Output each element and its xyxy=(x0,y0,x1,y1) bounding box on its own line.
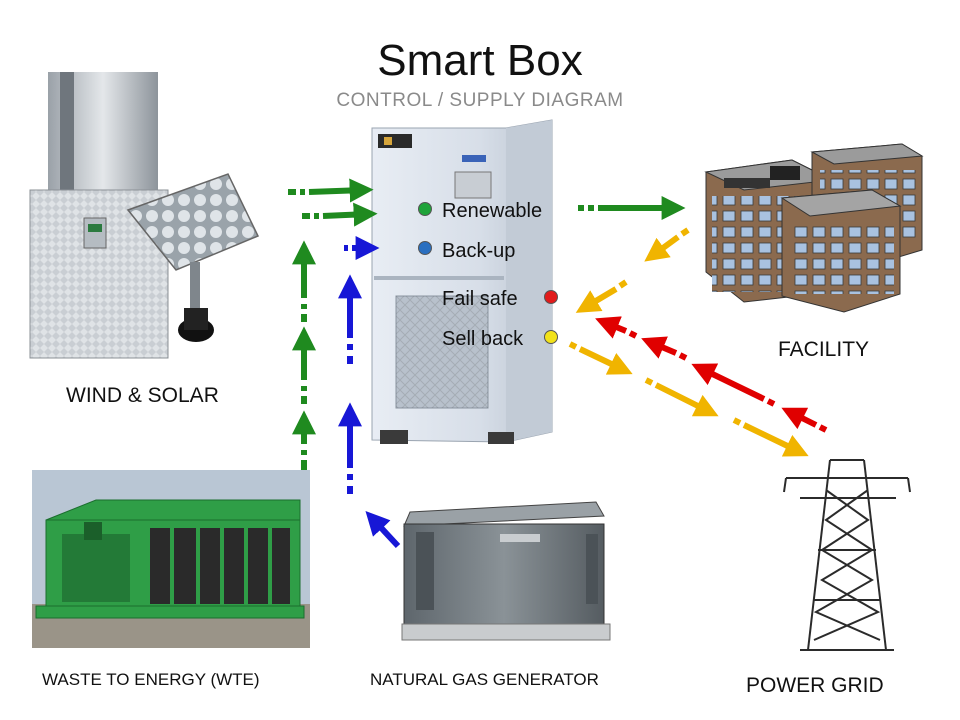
status-dot-renewable xyxy=(418,202,432,216)
arrow-wind-to-box-1 xyxy=(288,190,364,192)
status-label-failsafe: Fail safe xyxy=(442,288,518,310)
arrow-facility-to-box-2 xyxy=(584,279,628,308)
status-label-sellback: Sell back xyxy=(442,328,524,350)
arrow-generator-diagonal xyxy=(365,510,401,549)
arrow-wind-to-box-2 xyxy=(302,214,368,216)
arrow-box-to-grid-1 xyxy=(568,341,624,370)
natural-gas-generator-illustration xyxy=(401,501,611,641)
caption-power-grid: POWER GRID xyxy=(746,674,884,697)
status-dot-sellback xyxy=(544,330,558,344)
arrow-grid-to-box-4 xyxy=(604,322,638,336)
status-dot-backup xyxy=(418,241,432,255)
caption-waste-to-energy: WASTE TO ENERGY (WTE) xyxy=(42,670,260,689)
waste-to-energy-illustration xyxy=(32,470,310,648)
status-label-backup: Back-up xyxy=(442,240,516,262)
caption-wind-solar: WIND & SOLAR xyxy=(66,384,219,407)
smart-box-cabinet-illustration xyxy=(371,119,553,444)
power-grid-tower-illustration xyxy=(783,459,911,651)
arrow-grid-to-box-2 xyxy=(700,368,776,407)
caption-facility: FACILITY xyxy=(778,338,870,361)
arrow-grid-to-box-1 xyxy=(790,412,828,433)
page-subtitle: CONTROL / SUPPLY DIAGRAM xyxy=(336,90,624,111)
page-title: Smart Box xyxy=(377,36,583,85)
facility-building-illustration xyxy=(704,143,924,313)
arrow-box-to-grid-3 xyxy=(732,417,800,452)
status-label-renewable: Renewable xyxy=(442,200,543,222)
arrow-box-to-grid-2 xyxy=(644,377,710,412)
caption-natural-gas-generator: NATURAL GAS GENERATOR xyxy=(370,670,599,689)
status-dot-failsafe xyxy=(544,290,558,304)
arrow-facility-to-box-1 xyxy=(652,227,690,256)
arrow-grid-to-box-3 xyxy=(650,342,688,358)
wind-solar-illustration xyxy=(29,72,260,359)
